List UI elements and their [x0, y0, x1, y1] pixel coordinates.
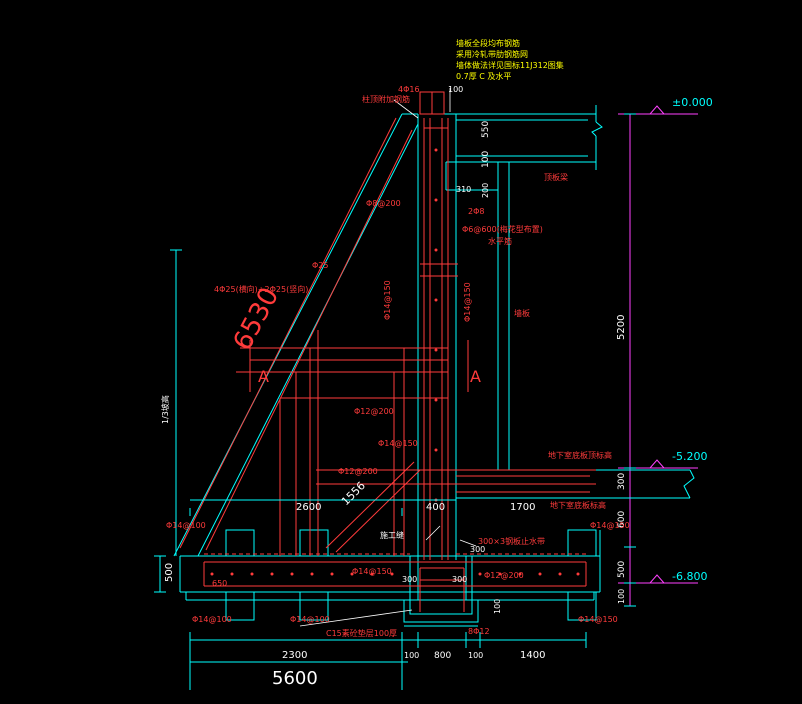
dim-2c8: 2Φ8: [468, 207, 484, 216]
rebar-r10: Φ12@200: [484, 571, 524, 580]
rebar-r15: 8Φ12: [468, 627, 490, 636]
label-stirrup: Φ6@600(梅花型布置): [462, 224, 543, 234]
note-1: 墙板全段均布钢筋: [456, 38, 520, 48]
dim-1700: 1700: [510, 502, 535, 513]
note-2: 采用冷轧带肋钢筋网: [456, 49, 528, 59]
dim-2600: 2600: [296, 502, 321, 513]
slope: [170, 113, 419, 557]
rebar-r9: Φ14@150: [352, 567, 392, 576]
dim-5600: 5600: [272, 668, 318, 689]
top-dim: 100: [448, 85, 463, 94]
dim-300-right: 300: [617, 473, 627, 490]
label-construction: 施工缝: [380, 530, 404, 540]
label-top-slab: 顶板梁: [544, 172, 568, 182]
rebar-r1: Φ8@200: [366, 199, 401, 208]
dim-200: 200: [481, 183, 490, 198]
elevation-lines: [618, 105, 698, 606]
dim-100a: 100: [404, 651, 419, 660]
label-bottom-beam: 地下室底板标高: [550, 500, 606, 510]
dim-300c: 300: [452, 575, 467, 584]
dim-100: 100: [481, 151, 491, 168]
rebar-r3: Φ25: [312, 261, 328, 270]
rebar-r14: Φ14@100: [290, 615, 330, 624]
side-note: 1/3坡高: [160, 395, 170, 424]
rebar-r11: Φ14@100: [192, 615, 232, 624]
label-bottom-beam-top: 地下室底板顶标高: [548, 450, 612, 460]
rebar-lines: [179, 91, 596, 612]
label-cushion: C15素砼垫层100厚: [326, 628, 397, 638]
dim-100-foot: 100: [493, 599, 502, 614]
rebar-r8: Φ14@100: [166, 521, 206, 530]
dim-650: 650: [212, 579, 227, 588]
section-mark-left: A: [258, 367, 269, 386]
dim-500-right: 500: [617, 561, 627, 578]
dim-300a: 300: [470, 545, 485, 554]
rebar-r5: Φ12@200: [354, 407, 394, 416]
note-4: 0.7厚 C 及水平: [456, 71, 511, 81]
rebar-r16: Φ14@150: [463, 282, 472, 322]
dim-550: 550: [481, 121, 491, 138]
rebar-r2: Φ14@150: [383, 280, 392, 320]
rebar-r13: Φ14@150: [590, 521, 630, 530]
section-mark-right: A: [470, 367, 481, 386]
label-wall-plate: 墙板: [514, 308, 530, 318]
dim-300b: 300: [402, 575, 417, 584]
dim-1556: 1556: [339, 479, 368, 508]
dim-400: 400: [426, 502, 445, 513]
elev-mid: -5.200: [672, 450, 707, 463]
dim-310: 310: [456, 185, 471, 194]
top-slab: [438, 105, 603, 170]
dim-1400: 1400: [520, 650, 545, 661]
leader-lines: [299, 88, 477, 627]
rebar-dots: [210, 148, 580, 576]
note-3: 墙体做法详见国标11J312图集: [456, 60, 564, 70]
rebar-r7: Φ12@200: [338, 467, 378, 476]
rebar-r12: Φ14@150: [578, 615, 618, 624]
label-waterstop: 300×3钢板止水带: [478, 536, 545, 546]
top-rebar-label: 4Φ16: [398, 85, 420, 94]
dim-600-right: 600: [617, 511, 627, 528]
rebar-r6: Φ14@150: [378, 439, 418, 448]
elev-bottom: -6.800: [672, 570, 707, 583]
dim-2300: 2300: [282, 650, 307, 661]
label-stirrup2: 水平筋: [488, 236, 512, 246]
elev-top: ±0.000: [672, 96, 713, 109]
dim-5200: 5200: [616, 315, 627, 340]
wall: [417, 114, 510, 560]
section-cut: [249, 340, 469, 392]
rebar-r4: 4Φ25(横向)+2Φ25(竖向): [214, 284, 308, 294]
top-label: 柱顶附加钢筋: [362, 94, 410, 104]
dim-500: 500: [164, 563, 175, 582]
dim-100b: 100: [468, 651, 483, 660]
bottom-dims: [154, 499, 587, 690]
dim-100-right: 100: [617, 589, 626, 604]
dim-800: 800: [434, 651, 451, 661]
